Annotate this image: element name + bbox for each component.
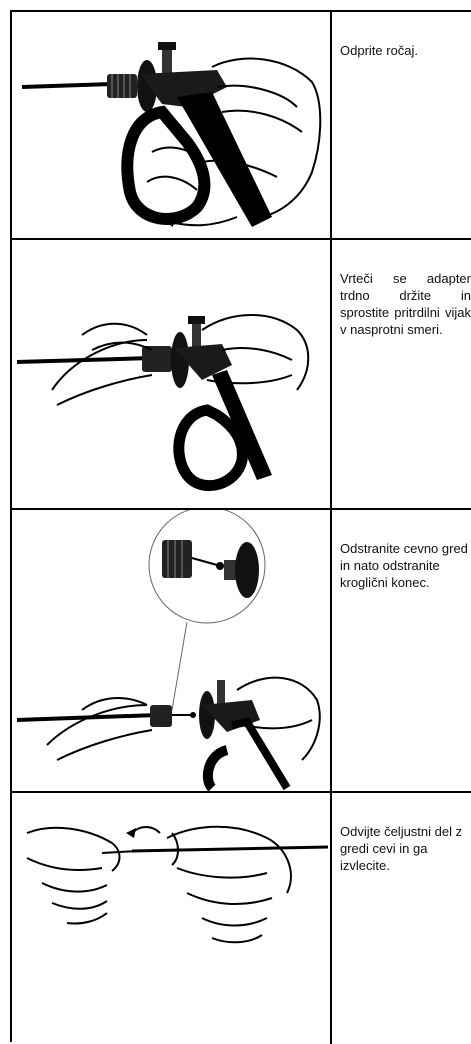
hand-opening-handle-image — [12, 12, 330, 238]
instruction-row-3: Odstranite cevno gred in nato odstranite… — [12, 510, 471, 793]
step-2-text: Vrteči se adapter trdno držite in sprost… — [334, 240, 471, 508]
step-3-illustration — [12, 510, 332, 791]
step-1-illustration — [12, 12, 332, 238]
instruction-table: Odprite ročaj. — [10, 10, 471, 1042]
step-3-text: Odstranite cevno gred in nato odstranite… — [334, 510, 471, 791]
hands-removing-shaft-with-detail-image — [12, 510, 330, 791]
instruction-row-2: Vrteči se adapter trdno držite in sprost… — [12, 240, 471, 510]
hands-unscrewing-jaw-image — [12, 793, 330, 1044]
instruction-row-1: Odprite ročaj. — [12, 12, 471, 240]
step-1-text: Odprite ročaj. — [334, 12, 471, 238]
step-4-illustration — [12, 793, 332, 1044]
instruction-row-4: Odvijte čeljustni del z gredi cevi in ga… — [12, 793, 471, 1044]
hands-loosening-screw-image — [12, 240, 330, 508]
step-2-illustration — [12, 240, 332, 508]
step-4-text: Odvijte čeljustni del z gredi cevi in ga… — [334, 793, 471, 1044]
